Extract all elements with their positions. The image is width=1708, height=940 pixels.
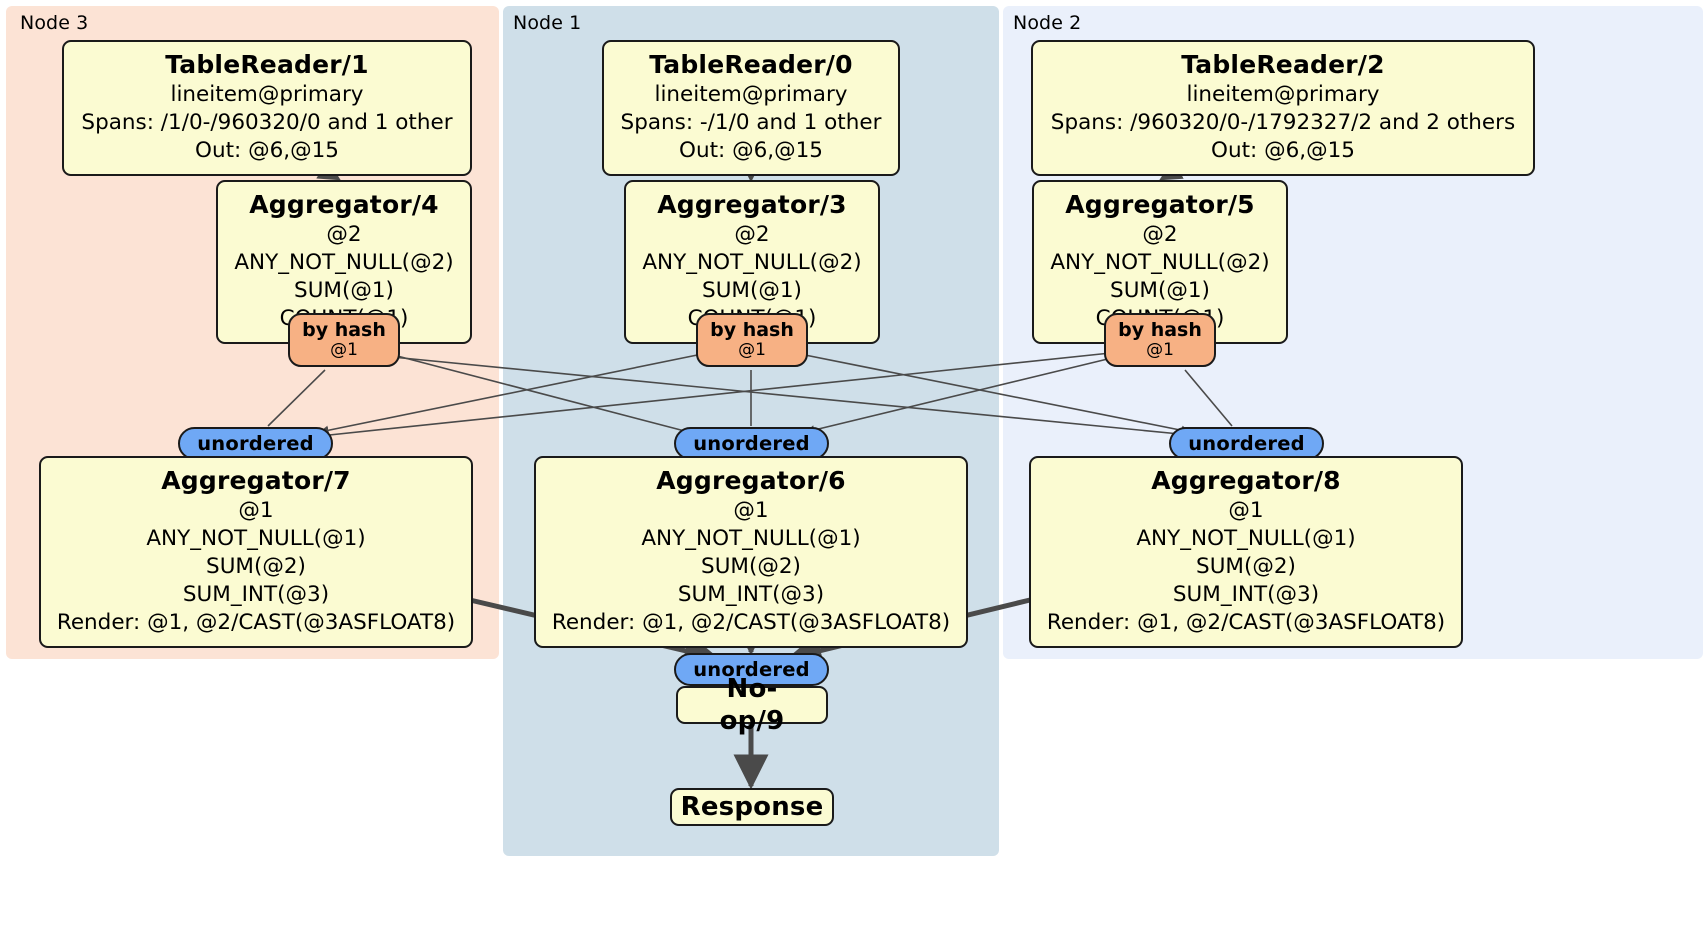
box-title: No-op/9 bbox=[719, 673, 785, 737]
box-line: SUM(@2) bbox=[206, 554, 306, 580]
pill-unordered-right[interactable]: unordered bbox=[1169, 427, 1324, 460]
box-title: Aggregator/5 bbox=[1065, 190, 1255, 219]
pill-unordered-left[interactable]: unordered bbox=[178, 427, 333, 460]
pill-label: unordered bbox=[693, 431, 810, 455]
box-line: Spans: /1/0-/960320/0 and 1 other bbox=[81, 110, 453, 136]
pill-label: by hash bbox=[710, 318, 794, 341]
box-tablereader-2[interactable]: TableReader/2 lineitem@primary Spans: /9… bbox=[1031, 40, 1535, 177]
cluster-label-node-1: Node 1 bbox=[513, 12, 582, 34]
box-title: TableReader/2 bbox=[1181, 50, 1385, 79]
box-tablereader-1[interactable]: TableReader/1 lineitem@primary Spans: /1… bbox=[62, 40, 472, 177]
box-line: ANY_NOT_NULL(@1) bbox=[641, 526, 861, 552]
box-line: @1 bbox=[733, 498, 769, 524]
box-title: Aggregator/8 bbox=[1151, 466, 1341, 495]
box-title: TableReader/0 bbox=[649, 50, 853, 79]
box-line: SUM(@2) bbox=[701, 554, 801, 580]
box-title: Response bbox=[680, 791, 824, 822]
box-aggregator-6[interactable]: Aggregator/6 @1 ANY_NOT_NULL(@1) SUM(@2)… bbox=[534, 456, 968, 648]
box-line: ANY_NOT_NULL(@1) bbox=[146, 526, 366, 552]
box-line: lineitem@primary bbox=[654, 82, 848, 108]
box-line: Render: @1, @2/CAST(@3ASFLOAT8) bbox=[551, 610, 951, 635]
box-line: ANY_NOT_NULL(@2) bbox=[1050, 250, 1270, 276]
box-line: Out: @6,@15 bbox=[195, 138, 339, 164]
box-title: Aggregator/4 bbox=[249, 190, 439, 219]
cluster-label-node-3: Node 3 bbox=[20, 12, 89, 34]
box-line: @2 bbox=[734, 222, 770, 248]
pill-label: unordered bbox=[1188, 431, 1305, 455]
box-line: @1 bbox=[238, 498, 274, 524]
box-line: ANY_NOT_NULL(@1) bbox=[1136, 526, 1356, 552]
box-line: Out: @6,@15 bbox=[1211, 138, 1355, 164]
box-line: SUM(@1) bbox=[702, 278, 802, 304]
box-line: SUM_INT(@3) bbox=[1172, 582, 1320, 608]
box-line: lineitem@primary bbox=[1186, 82, 1380, 108]
box-aggregator-3[interactable]: Aggregator/3 @2 ANY_NOT_NULL(@2) SUM(@1)… bbox=[624, 180, 880, 344]
pill-sublabel: @1 bbox=[1146, 340, 1174, 361]
box-response[interactable]: Response bbox=[670, 788, 834, 826]
box-line: @2 bbox=[1142, 222, 1178, 248]
pill-sublabel: @1 bbox=[738, 340, 766, 361]
box-title: Aggregator/3 bbox=[657, 190, 847, 219]
pill-label: unordered bbox=[197, 431, 314, 455]
box-line: Render: @1, @2/CAST(@3ASFLOAT8) bbox=[1046, 610, 1446, 635]
box-line: SUM(@1) bbox=[294, 278, 394, 304]
box-line: ANY_NOT_NULL(@2) bbox=[234, 250, 454, 276]
pill-by-hash-mid[interactable]: by hash @1 bbox=[696, 313, 808, 367]
box-title: Aggregator/6 bbox=[656, 466, 846, 495]
box-line: SUM(@1) bbox=[1110, 278, 1210, 304]
box-line: SUM_INT(@3) bbox=[182, 582, 330, 608]
box-line: SUM_INT(@3) bbox=[677, 582, 825, 608]
box-line: Out: @6,@15 bbox=[679, 138, 823, 164]
box-line: lineitem@primary bbox=[170, 82, 364, 108]
pill-unordered-final[interactable]: unordered bbox=[674, 653, 829, 686]
box-no-op-9[interactable]: No-op/9 bbox=[676, 674, 828, 736]
box-line: Spans: /960320/0-/1792327/2 and 2 others bbox=[1050, 110, 1516, 136]
box-title: TableReader/1 bbox=[165, 50, 369, 79]
pill-label: by hash bbox=[302, 318, 386, 341]
pill-by-hash-left[interactable]: by hash @1 bbox=[288, 313, 400, 367]
box-aggregator-7[interactable]: Aggregator/7 @1 ANY_NOT_NULL(@1) SUM(@2)… bbox=[39, 456, 473, 648]
pill-label: unordered bbox=[693, 657, 810, 681]
box-line: ANY_NOT_NULL(@2) bbox=[642, 250, 862, 276]
box-tablereader-0[interactable]: TableReader/0 lineitem@primary Spans: -/… bbox=[602, 40, 900, 177]
pill-sublabel: @1 bbox=[330, 340, 358, 361]
box-line: Render: @1, @2/CAST(@3ASFLOAT8) bbox=[56, 610, 456, 635]
pill-label: by hash bbox=[1118, 318, 1202, 341]
box-title: Aggregator/7 bbox=[161, 466, 351, 495]
box-aggregator-8[interactable]: Aggregator/8 @1 ANY_NOT_NULL(@1) SUM(@2)… bbox=[1029, 456, 1463, 648]
pill-by-hash-right[interactable]: by hash @1 bbox=[1104, 313, 1216, 367]
box-line: SUM(@2) bbox=[1196, 554, 1296, 580]
box-line: Spans: -/1/0 and 1 other bbox=[620, 110, 882, 136]
box-line: @2 bbox=[326, 222, 362, 248]
box-line: @1 bbox=[1228, 498, 1264, 524]
cluster-label-node-2: Node 2 bbox=[1013, 12, 1082, 34]
